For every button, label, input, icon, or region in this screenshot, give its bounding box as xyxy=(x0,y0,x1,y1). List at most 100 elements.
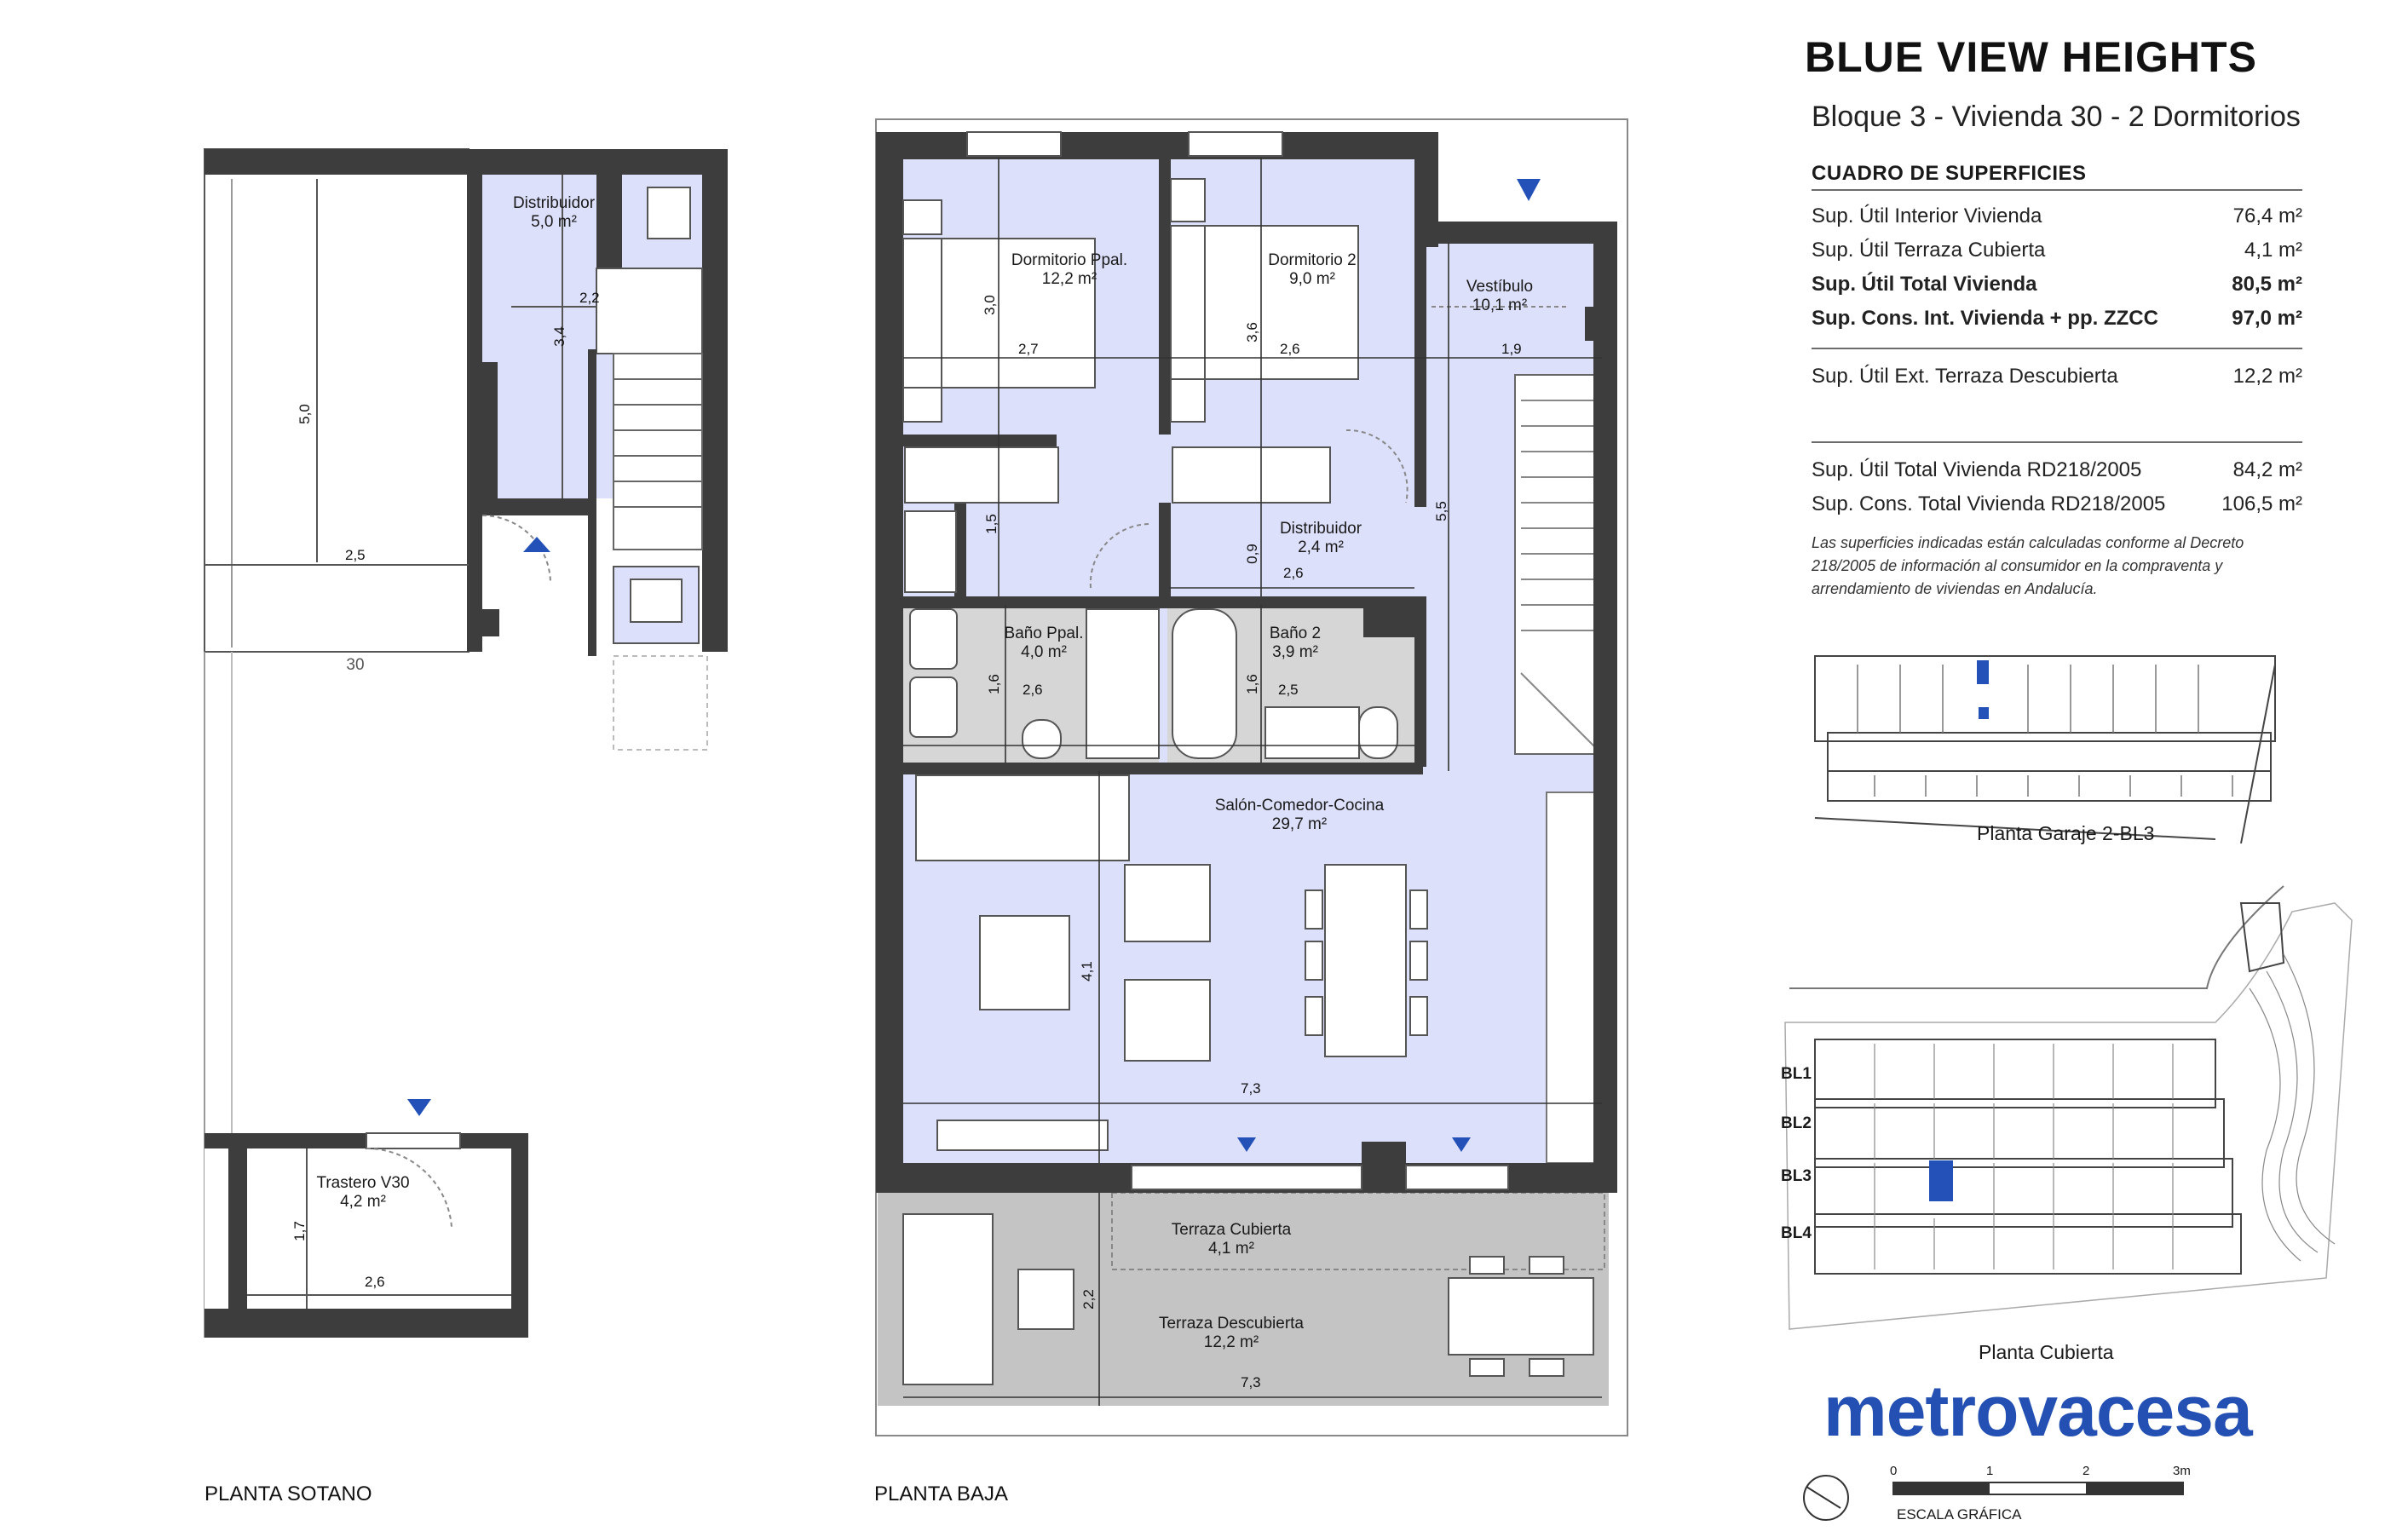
block-label-bl3: BL3 xyxy=(1781,1167,1812,1185)
surface-value: 4,1 m² xyxy=(2244,239,2302,262)
room-area: 12,2 m² xyxy=(1041,270,1097,288)
room-area: 4,0 m² xyxy=(1021,643,1067,661)
dim-4-1: 4,1 xyxy=(1078,961,1095,981)
room-label-bano-2: Baño 2 3,9 m² xyxy=(1261,625,1329,662)
dim-1-6-bano-2: 1,6 xyxy=(1243,674,1260,694)
brand-logo: metrovacesa xyxy=(1823,1371,2253,1451)
dim-2-6: 2,6 xyxy=(365,1274,385,1290)
dim-7-3-salon: 7,3 xyxy=(1241,1080,1261,1097)
surface-label: Sup. Útil Total Vivienda xyxy=(1812,273,2037,296)
room-name: Trastero V30 xyxy=(316,1174,410,1192)
dim-1-6-bano-ppal: 1,6 xyxy=(985,674,1002,694)
room-area: 4,2 m² xyxy=(340,1193,386,1211)
dim-3-6: 3,6 xyxy=(1243,322,1260,343)
block-label-bl2: BL2 xyxy=(1781,1114,1812,1132)
divider xyxy=(1812,348,2302,349)
scale-tick-0: 0 xyxy=(1890,1464,1898,1478)
scale-tick-2: 2 xyxy=(2083,1464,2090,1478)
dim-2-2-terraza: 2,2 xyxy=(1080,1289,1097,1310)
surface-label: Sup. Cons. Total Vivienda RD218/2005 xyxy=(1812,492,2166,515)
surface-label: Sup. Útil Interior Vivienda xyxy=(1812,204,2042,227)
project-title: BLUE VIEW HEIGHTS xyxy=(1805,33,2257,81)
block-label-bl1: BL1 xyxy=(1781,1065,1812,1083)
block-label-bl4: BL4 xyxy=(1781,1224,1812,1242)
unit-subtitle: Bloque 3 - Vivienda 30 - 2 Dormitorios xyxy=(1812,101,2301,133)
surface-row: Sup. Cons. Int. Vivienda + pp. ZZCC 97,0… xyxy=(1812,307,2302,331)
surface-row: Sup. Útil Terraza Cubierta 4,1 m² xyxy=(1812,239,2302,262)
divider xyxy=(1812,441,2302,443)
dim-2-6-distribuidor: 2,6 xyxy=(1283,565,1304,581)
room-label-terraza-descubierta: Terraza Descubierta 12,2 m² xyxy=(1138,1315,1325,1352)
room-label-distribuidor-baja: Distribuidor 2,4 m² xyxy=(1261,520,1380,557)
room-label-vestibulo: Vestíbulo 10,1 m² xyxy=(1449,278,1551,315)
surface-row: Sup. Cons. Total Vivienda RD218/2005 106… xyxy=(1812,492,2302,516)
dim-2-5-bano-2: 2,5 xyxy=(1278,682,1299,698)
room-label-trastero: Trastero V30 4,2 m² xyxy=(303,1174,423,1212)
roof-key-plan-label: Planta Cubierta xyxy=(1979,1341,2114,1363)
room-area: 29,7 m² xyxy=(1271,815,1328,833)
garage-key-plan-label: Planta Garaje 2-BL3 xyxy=(1977,822,2155,844)
dim-1-5: 1,5 xyxy=(982,514,999,534)
room-area: 10,1 m² xyxy=(1472,296,1528,314)
room-name: Baño 2 xyxy=(1269,625,1322,642)
parking-number: 30 xyxy=(346,656,365,674)
room-label-salon: Salón-Comedor-Cocina 29,7 m² xyxy=(1189,797,1410,834)
scale-tick-3: 3m xyxy=(2173,1464,2191,1478)
room-name: Dormitorio 2 xyxy=(1268,251,1357,269)
room-area: 2,4 m² xyxy=(1298,538,1344,556)
room-label-terraza-cubierta: Terraza Cubierta 4,1 m² xyxy=(1155,1221,1308,1258)
surface-label: Sup. Cons. Int. Vivienda + pp. ZZCC xyxy=(1812,307,2158,330)
dim-2-6-bano-ppal: 2,6 xyxy=(1023,682,1043,698)
plan-label-sotano: PLANTA SOTANO xyxy=(205,1482,372,1505)
surface-value: 97,0 m² xyxy=(2232,307,2302,330)
room-name: Terraza Descubierta xyxy=(1158,1315,1305,1333)
key-plan-roof xyxy=(1784,885,2353,1330)
surface-row: Sup. Útil Interior Vivienda 76,4 m² xyxy=(1812,204,2302,228)
surface-label: Sup. Útil Ext. Terraza Descubierta xyxy=(1812,365,2118,388)
dim-0-9: 0,9 xyxy=(1243,544,1260,564)
plan-baja xyxy=(875,118,1628,1436)
surface-row: Sup. Útil Total Vivienda RD218/2005 84,2… xyxy=(1812,458,2302,482)
scale-label: ESCALA GRÁFICA xyxy=(1897,1506,2022,1523)
dim-7-3-terraza: 7,3 xyxy=(1241,1374,1261,1390)
room-label-dormitorio-2: Dormitorio 2 9,0 m² xyxy=(1253,251,1372,289)
surface-row: Sup. Útil Ext. Terraza Descubierta 12,2 … xyxy=(1812,365,2302,389)
room-name: Distribuidor xyxy=(1279,520,1362,538)
room-area: 12,2 m² xyxy=(1203,1333,1259,1351)
room-area: 4,1 m² xyxy=(1208,1240,1254,1258)
surface-value: 80,5 m² xyxy=(2232,273,2302,296)
dim-3-4: 3,4 xyxy=(550,326,567,347)
plan-label-baja: PLANTA BAJA xyxy=(874,1482,1008,1505)
surface-label: Sup. Útil Terraza Cubierta xyxy=(1812,239,2046,262)
room-name: Salón-Comedor-Cocina xyxy=(1214,797,1385,815)
room-label-dormitorio-ppal: Dormitorio Ppal. 12,2 m² xyxy=(1001,251,1138,289)
room-name: Vestíbulo xyxy=(1466,278,1534,296)
surface-value: 106,5 m² xyxy=(2221,492,2302,515)
dim-2-7: 2,7 xyxy=(1018,341,1039,357)
dim-3-0: 3,0 xyxy=(981,295,998,315)
room-name: Distribuidor xyxy=(512,194,596,212)
scale-tick-1: 1 xyxy=(1986,1464,1994,1478)
surface-value: 12,2 m² xyxy=(2232,365,2302,388)
dim-1-9: 1,9 xyxy=(1501,341,1522,357)
room-name: Baño Ppal. xyxy=(1004,625,1084,642)
room-name: Terraza Cubierta xyxy=(1171,1221,1292,1239)
dim-5-0: 5,0 xyxy=(296,404,313,424)
dim-2-5: 2,5 xyxy=(345,547,366,563)
room-area: 9,0 m² xyxy=(1289,270,1335,288)
surface-label: Sup. Útil Total Vivienda RD218/2005 xyxy=(1812,458,2142,481)
surface-value: 76,4 m² xyxy=(2232,204,2302,227)
room-name: Dormitorio Ppal. xyxy=(1011,251,1128,269)
divider xyxy=(1812,189,2302,191)
key-plan-garage xyxy=(1814,655,2276,844)
dim-5-5: 5,5 xyxy=(1432,501,1449,521)
surfaces-heading: CUADRO DE SUPERFICIES xyxy=(1812,162,2087,185)
dim-2-6-dorm2: 2,6 xyxy=(1280,341,1300,357)
dim-2-2: 2,2 xyxy=(579,290,600,306)
scale-bar xyxy=(1803,1475,2184,1521)
legal-note: Las superficies indicadas están calculad… xyxy=(1812,534,2244,597)
room-area: 5,0 m² xyxy=(531,213,577,231)
dim-1-7: 1,7 xyxy=(291,1221,308,1241)
surface-value: 84,2 m² xyxy=(2232,458,2302,481)
